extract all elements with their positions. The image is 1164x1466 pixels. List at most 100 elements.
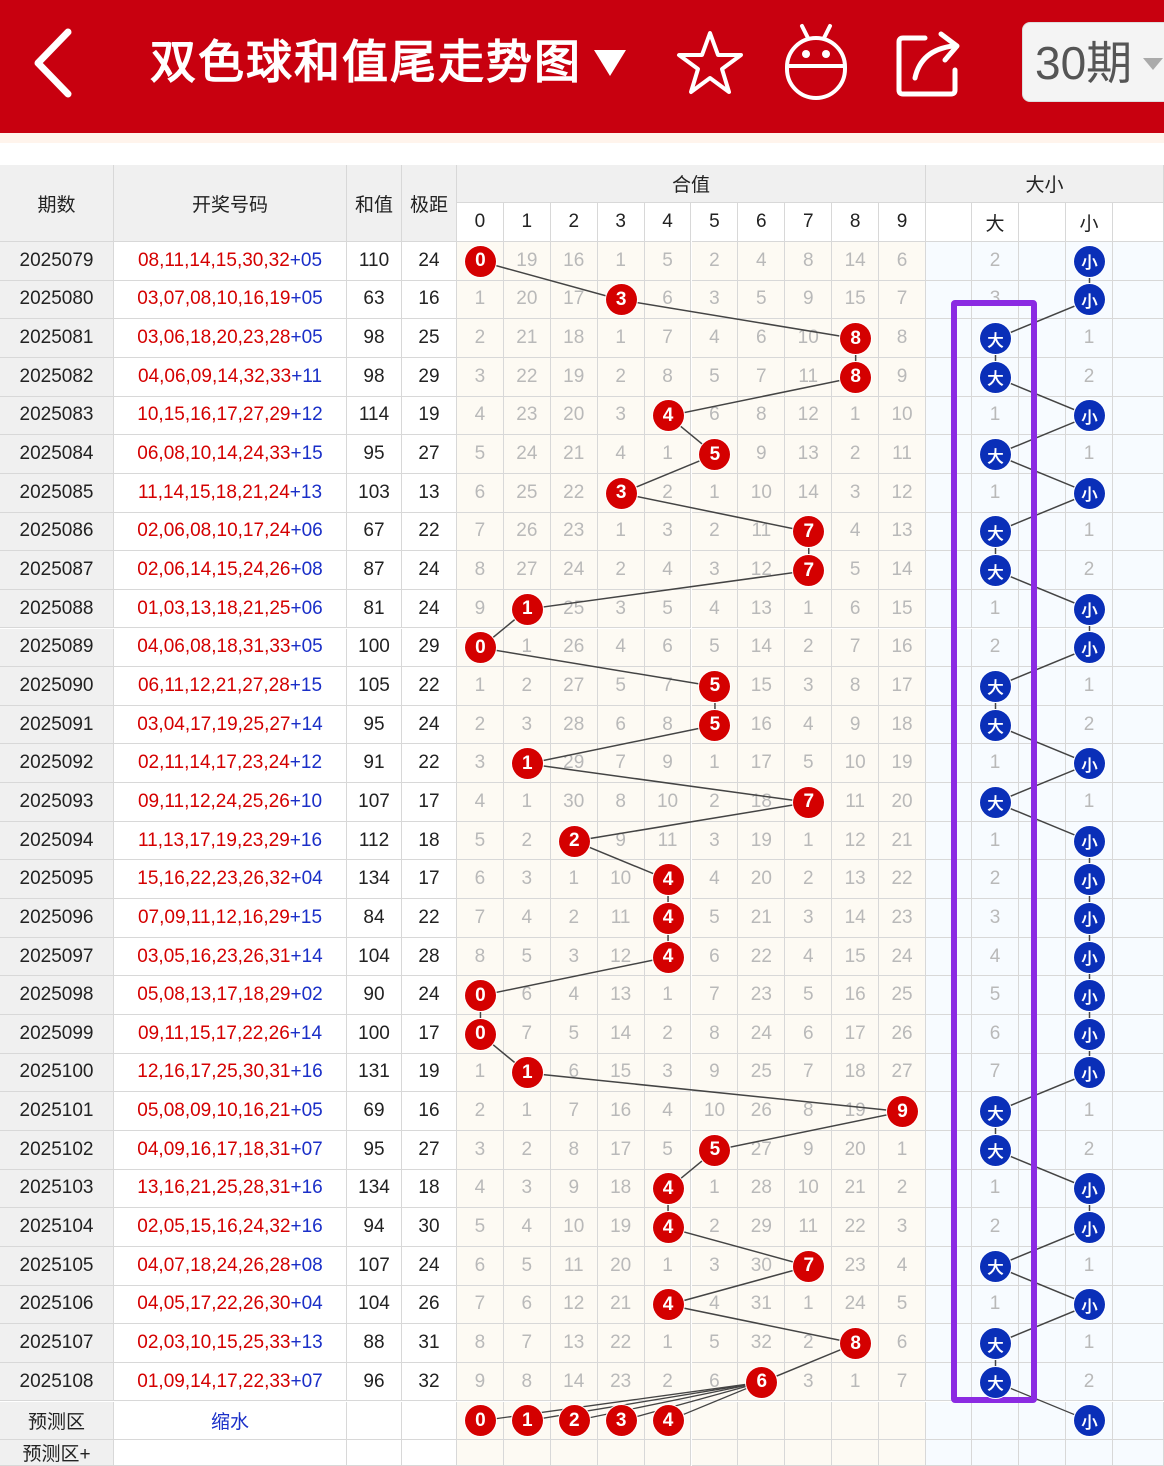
sum-cell: 81 <box>347 589 402 629</box>
tail-cell: 12 <box>738 551 786 590</box>
red-numbers: 03,07,08,10,16,19 <box>137 288 291 310</box>
big-cell: 1 <box>972 473 1019 513</box>
tail-cell: 3 <box>457 744 504 784</box>
red-numbers: 04,07,18,24,26,28 <box>137 1254 291 1276</box>
hit-ball: 8 <box>840 323 872 355</box>
big-ball: 大 <box>980 670 1011 702</box>
predict-ball[interactable]: 2 <box>558 1405 590 1437</box>
tail-cell: 1 <box>597 319 645 358</box>
predict-size-cell <box>1113 1401 1164 1441</box>
tail-cell: 10 <box>738 473 786 513</box>
hit-ball: 8 <box>840 1328 872 1360</box>
tail-cell: 5 <box>691 357 739 397</box>
predict-label: 预测区 <box>0 1401 114 1441</box>
small-cell: 1 <box>1066 1092 1113 1131</box>
tail-cell: 8 <box>457 1324 504 1363</box>
small-ball: 小 <box>1074 1173 1105 1205</box>
red-numbers: 06,08,10,14,24,33 <box>137 443 291 465</box>
draw-numbers-cell: 12,16,17,25,30,31+16 <box>114 1053 347 1093</box>
star-icon[interactable] <box>676 30 744 96</box>
period-cell: 2025099 <box>0 1015 114 1054</box>
blue-number: +15 <box>289 674 323 696</box>
red-numbers: 13,16,21,25,28,31 <box>137 1177 291 1199</box>
period-cell: 2025088 <box>0 589 114 629</box>
period-cell: 2025104 <box>0 1208 114 1247</box>
tail-cell: 22 <box>597 1324 645 1363</box>
tail-cell: 23 <box>832 1246 880 1286</box>
predict-plus-cell <box>503 1440 551 1466</box>
size-blank-cell <box>1019 744 1066 784</box>
tail-cell: 6 <box>644 628 692 668</box>
tail-cell: 8 <box>550 1130 598 1170</box>
tail-cell: 3 <box>503 860 551 900</box>
size-blank-cell <box>926 242 972 281</box>
span-cell: 22 <box>402 667 457 706</box>
blue-number: +04 <box>290 868 323 890</box>
sum-cell: 69 <box>347 1092 402 1131</box>
span-cell: 25 <box>402 319 457 358</box>
tail-cell: 10 <box>550 1208 598 1247</box>
tail-cell: 2 <box>597 357 645 397</box>
blue-number: +05 <box>289 249 323 271</box>
tail-cell: 4 <box>644 551 692 590</box>
draw-numbers-cell: 03,06,18,20,23,28+05 <box>114 319 347 358</box>
big-cell: 1 <box>972 589 1019 629</box>
page-title[interactable]: 双色球和值尾走势图 <box>150 36 582 88</box>
tail-cell: 1 <box>644 1324 692 1363</box>
tail-cell: 11 <box>738 512 786 552</box>
predict-ball[interactable]: 3 <box>605 1405 637 1437</box>
tail-cell: 7 <box>738 357 786 397</box>
predict-ball[interactable]: 0 <box>464 1405 496 1437</box>
size-blank-cell <box>1113 512 1164 552</box>
tail-cell: 26 <box>738 1092 786 1131</box>
tail-cell: 3 <box>879 1208 926 1247</box>
period-cell: 2025098 <box>0 976 114 1015</box>
big-cell: 4 <box>972 937 1019 977</box>
tail-cell: 7 <box>832 628 880 668</box>
predict-plus-label: 预测区+ <box>0 1440 114 1466</box>
size-blank-cell <box>1019 1324 1066 1363</box>
tail-cell: 2 <box>503 667 551 706</box>
sum-cell: 87 <box>347 551 402 590</box>
draw-numbers-cell: 15,16,22,23,26,32+04 <box>114 860 347 900</box>
predict-plus-cell <box>691 1440 739 1466</box>
sum-cell: 112 <box>347 821 402 861</box>
robot-icon[interactable] <box>782 22 850 102</box>
predict-ball[interactable]: 4 <box>652 1405 684 1437</box>
header-small: 小 <box>1066 203 1113 242</box>
period-cell: 2025093 <box>0 783 114 822</box>
shrink-link[interactable]: 缩水 <box>114 1401 347 1441</box>
predict-ball[interactable]: 1 <box>511 1405 543 1437</box>
tail-cell: 25 <box>550 589 598 629</box>
predict-small-ball[interactable]: 小 <box>1074 1405 1105 1437</box>
tail-cell: 6 <box>785 1015 833 1054</box>
big-ball: 大 <box>980 555 1011 587</box>
tail-cell: 2 <box>691 783 739 822</box>
share-icon[interactable] <box>893 28 967 100</box>
draw-numbers-cell: 11,13,17,19,23,29+16 <box>114 821 347 861</box>
red-numbers: 05,08,09,10,16,21 <box>137 1100 291 1122</box>
sum-cell: 104 <box>347 1285 402 1325</box>
back-arrow-icon[interactable] <box>30 26 76 100</box>
blue-number: +11 <box>291 365 323 387</box>
sum-cell: 88 <box>347 1324 402 1363</box>
period-cell: 2025089 <box>0 628 114 668</box>
tail-cell: 2 <box>832 435 880 474</box>
size-blank-cell <box>926 435 972 474</box>
tail-cell: 22 <box>738 937 786 977</box>
dropdown-triangle-icon[interactable] <box>593 48 627 78</box>
tail-cell: 2 <box>644 1015 692 1054</box>
predict-plus-blank <box>347 1440 402 1466</box>
tail-cell: 8 <box>785 1092 833 1131</box>
header-digit: 5 <box>691 203 739 242</box>
hit-ball: 1 <box>511 1057 543 1089</box>
draw-numbers-cell: 04,06,09,14,32,33+11 <box>114 357 347 397</box>
span-cell: 26 <box>402 1285 457 1325</box>
tail-cell: 8 <box>457 551 504 590</box>
red-numbers: 02,05,15,16,24,32 <box>137 1216 291 1238</box>
tail-cell: 24 <box>879 937 926 977</box>
small-cell: 1 <box>1066 783 1113 822</box>
period-select[interactable]: 30期 <box>1022 22 1164 102</box>
size-blank-cell <box>926 319 972 358</box>
tail-cell: 8 <box>785 242 833 281</box>
